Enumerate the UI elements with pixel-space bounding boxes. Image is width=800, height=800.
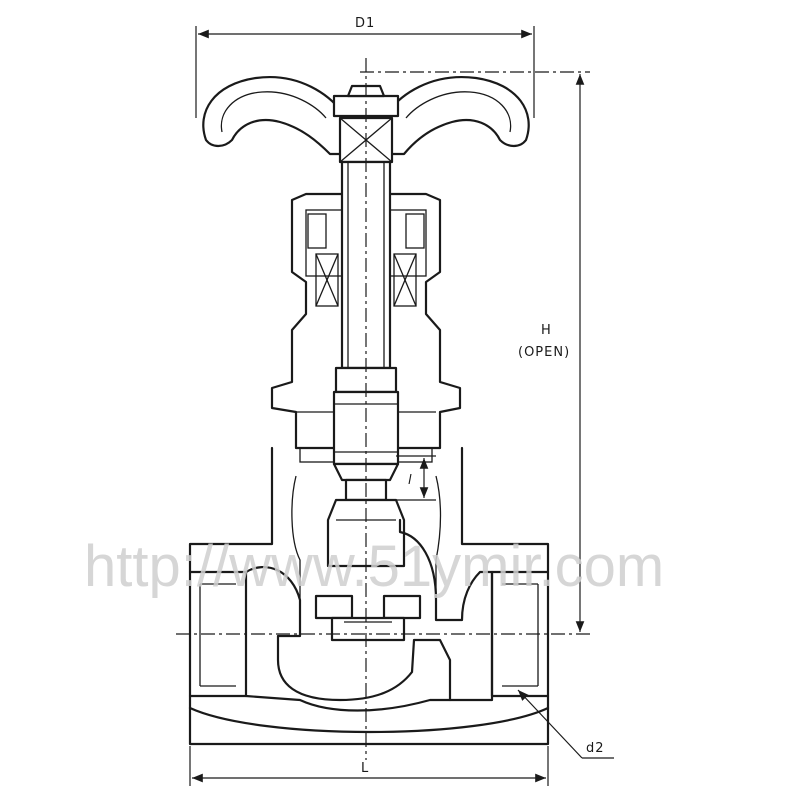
watermark-text: http://www.51ymir.com xyxy=(84,534,664,599)
label-h: H xyxy=(541,323,552,338)
dimension-h: H (OPEN) xyxy=(360,71,590,632)
label-d1: D1 xyxy=(355,16,375,31)
label-open: (OPEN) xyxy=(518,345,570,360)
dimension-l: L xyxy=(189,746,549,786)
label-d2: d2 xyxy=(586,741,605,756)
label-l: L xyxy=(361,761,369,776)
dimension-l-small: l xyxy=(396,455,436,501)
dimension-d1: D1 xyxy=(195,16,535,118)
label-l-small: l xyxy=(408,473,413,488)
leader-d2: d2 xyxy=(517,689,614,759)
